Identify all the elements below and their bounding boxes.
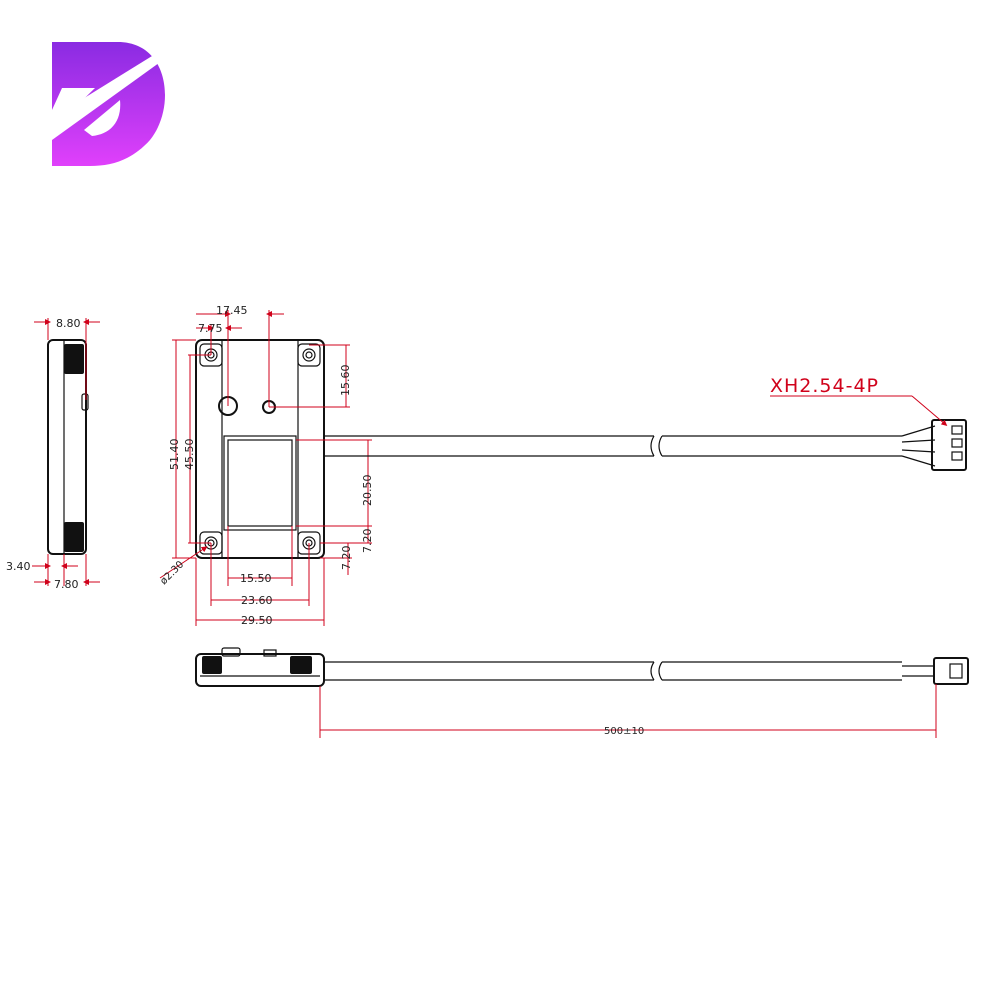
front-hole-spacing: 23.60 <box>241 594 273 607</box>
front-height-total: 51.40 <box>168 439 181 471</box>
front-view: 17.45 7.75 51.40 45.50 ø2.30 15.60 20.50… <box>158 304 374 627</box>
front-hole-to-top: 15.60 <box>339 365 352 397</box>
brand-d-logo-icon <box>52 42 170 166</box>
side-view: 8.80 3.40 7.80 <box>6 317 100 591</box>
front-window-width: 15.50 <box>240 572 272 585</box>
side-bottom-width: 7.80 <box>54 578 79 591</box>
front-width-top: 17.45 <box>216 304 248 317</box>
cable-view: 500±10 <box>195 647 969 738</box>
front-window-to-bottom: 7.20 <box>361 529 374 554</box>
front-hole-diameter: ø2.30 <box>158 559 186 587</box>
mounting-hole-icon <box>199 343 321 555</box>
cable-front <box>324 419 967 471</box>
front-body-width: 29.50 <box>241 614 273 627</box>
side-bottom-left: 3.40 <box>6 560 31 573</box>
front-bottom-offset: 7.20 <box>340 546 353 571</box>
connector-callout: XH2.54-4P <box>770 375 948 426</box>
side-top-width: 8.80 <box>56 317 81 330</box>
front-height-holes: 45.50 <box>183 439 196 471</box>
front-window-height: 20.50 <box>361 475 374 507</box>
cable-length: 500±10 <box>604 726 644 737</box>
connector-label: XH2.54-4P <box>770 375 879 397</box>
front-offset-top: 7.75 <box>198 322 223 335</box>
